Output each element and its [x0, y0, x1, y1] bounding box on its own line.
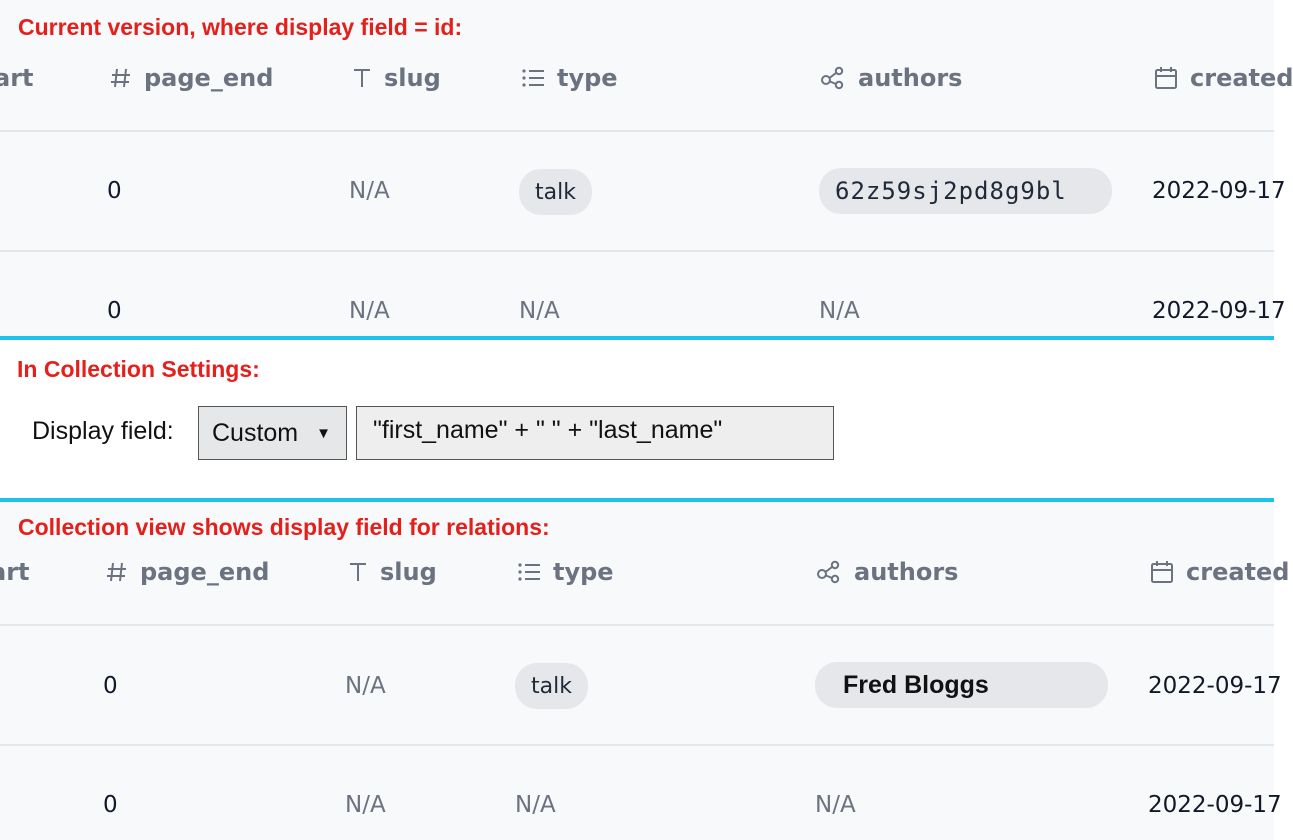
caption-current-version: Current version, where display field = i…	[18, 14, 463, 40]
column-label-start: art	[0, 64, 34, 92]
cell-created: 2022-09-17	[1152, 178, 1286, 204]
dropdown-arrow-icon: ▼	[316, 424, 331, 442]
cell-page-end: 0	[107, 298, 122, 324]
collection-view-panel: Collection view shows display field for …	[0, 502, 1289, 840]
cell-page-end: 0	[103, 792, 118, 818]
column-header-slug[interactable]: slug	[348, 558, 437, 586]
row-divider	[0, 250, 1274, 252]
column-header-type[interactable]: type	[521, 64, 618, 92]
display-field-select-value: Custom	[212, 418, 299, 447]
column-label-type: type	[553, 558, 614, 586]
column-label-page-end: page_end	[140, 558, 270, 586]
column-header-authors[interactable]: authors	[816, 558, 958, 586]
header-divider	[0, 130, 1274, 132]
column-header-start[interactable]: art	[0, 558, 30, 586]
column-label-slug: slug	[384, 64, 441, 92]
row-divider	[0, 744, 1274, 746]
column-header-authors[interactable]: authors	[820, 64, 962, 92]
column-label-created: created	[1186, 558, 1290, 586]
cell-slug: N/A	[349, 298, 390, 324]
text-icon	[350, 563, 366, 581]
calendar-icon	[1155, 67, 1177, 89]
column-header-page-end[interactable]: page_end	[110, 64, 273, 92]
column-header-created[interactable]: created	[1154, 64, 1293, 92]
author-chip[interactable]: Fred Bloggs	[815, 662, 1108, 708]
column-header-type[interactable]: type	[517, 558, 614, 586]
column-label-start: art	[0, 558, 30, 586]
header-divider	[0, 624, 1274, 626]
relation-icon	[817, 560, 840, 584]
collection-settings-panel: In Collection Settings: Display field: C…	[0, 340, 1274, 498]
current-version-panel: Current version, where display field = i…	[0, 0, 1293, 336]
cell-type: N/A	[519, 298, 560, 324]
column-label-authors: authors	[858, 64, 963, 92]
column-label-slug: slug	[380, 558, 437, 586]
column-header-page-end[interactable]: page_end	[106, 558, 269, 586]
column-label-created: created	[1190, 64, 1293, 92]
caption-collection-view: Collection view shows display field for …	[18, 514, 550, 540]
column-header-created[interactable]: created	[1150, 558, 1289, 586]
text-icon	[354, 69, 370, 87]
caption-collection-settings: In Collection Settings:	[17, 356, 260, 382]
display-field-template-input[interactable]: "first_name" + " " + "last_name"	[356, 406, 834, 460]
author-chip[interactable]: 62z59sj2pd8g9bl	[819, 168, 1112, 214]
cell-created: 2022-09-17	[1152, 298, 1286, 324]
list-icon	[518, 563, 540, 581]
cell-authors: N/A	[819, 298, 860, 324]
calendar-icon	[1151, 561, 1173, 583]
column-label-page-end: page_end	[144, 64, 274, 92]
cell-slug: N/A	[349, 178, 390, 204]
type-chip[interactable]: talk	[515, 663, 588, 709]
column-label-authors: authors	[854, 558, 959, 586]
cell-page-end: 0	[103, 673, 118, 699]
section-divider	[0, 336, 1274, 340]
relation-icon	[821, 66, 844, 90]
cell-type: N/A	[515, 792, 556, 818]
cell-page-end: 0	[107, 178, 122, 204]
section-divider	[0, 498, 1274, 502]
cell-created: 2022-09-17	[1148, 673, 1282, 699]
column-label-type: type	[557, 64, 618, 92]
column-header-slug[interactable]: slug	[352, 64, 441, 92]
list-icon	[522, 69, 544, 87]
hash-icon	[107, 562, 126, 582]
display-field-label: Display field:	[32, 417, 174, 445]
column-header-start[interactable]: art	[0, 64, 34, 92]
cell-authors: N/A	[815, 792, 856, 818]
type-chip[interactable]: talk	[519, 169, 592, 215]
cell-created: 2022-09-17	[1148, 792, 1282, 818]
display-field-select[interactable]: Custom ▼	[198, 406, 347, 460]
cell-slug: N/A	[345, 792, 386, 818]
hash-icon	[111, 68, 130, 88]
cell-slug: N/A	[345, 673, 386, 699]
